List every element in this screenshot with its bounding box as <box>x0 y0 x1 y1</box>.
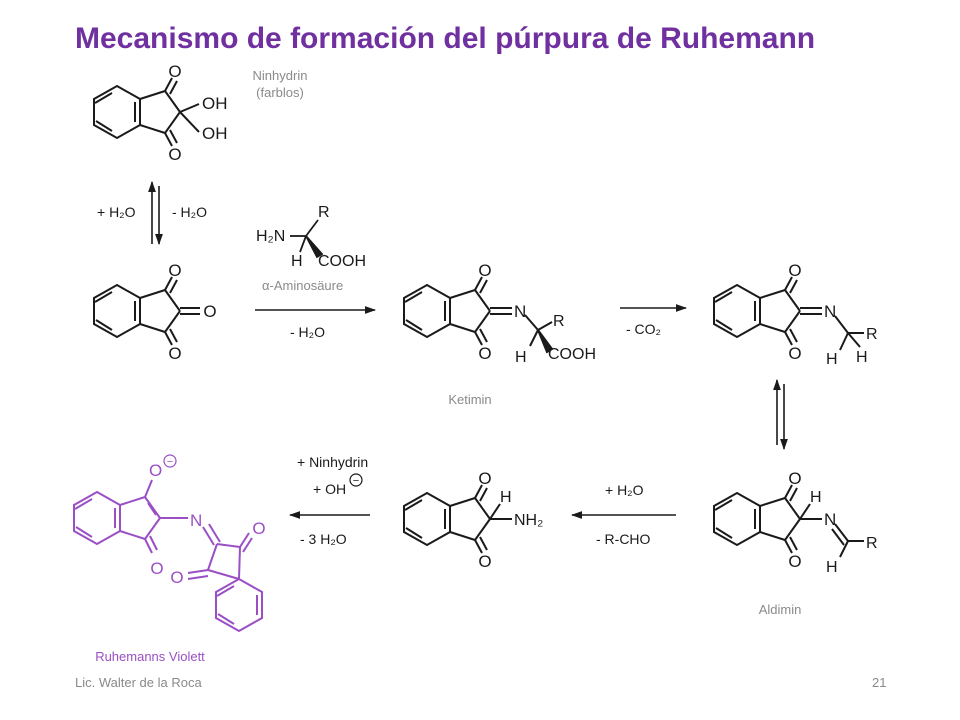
triketone-structure <box>93 276 200 346</box>
amine-o-bottom: O <box>478 552 491 571</box>
imine-o-bottom: O <box>788 344 801 363</box>
page-number: 21 <box>872 675 887 690</box>
ninhydrin-o-top: O <box>168 62 181 81</box>
ninhydrin-oh-lower: OH <box>202 124 228 143</box>
footer-author: Lic. Walter de la Roca <box>75 675 202 690</box>
amino-acid-cooh: COOH <box>318 253 366 270</box>
hydration-equilibrium-arrows <box>148 180 163 246</box>
ketimin-o-bottom: O <box>478 344 491 363</box>
product-o-minus: O <box>149 461 162 480</box>
reagent-minus-h2o: - H₂O <box>290 324 325 340</box>
amino-acid-r: R <box>318 204 330 221</box>
reagent-minus-3h2o: - 3 H₂O <box>300 531 347 547</box>
amine-h: H <box>500 489 512 506</box>
tautomerism-arrows <box>773 378 788 451</box>
amine-o-top: O <box>478 469 491 488</box>
aldimin-h-bottom: H <box>826 559 838 576</box>
ketimin-label: Ketimin <box>448 392 491 407</box>
ketimin-h: H <box>515 349 527 366</box>
ketimin-cooh: COOH <box>548 346 596 363</box>
amino-acid-structure <box>290 219 324 259</box>
amine-nh2: NH₂ <box>514 512 543 529</box>
imine-h-left: H <box>826 351 838 368</box>
ninhydrin-o-bottom: O <box>168 145 181 164</box>
ninhydrin-name: Ninhydrin <box>253 68 308 83</box>
reagent-plus-h2o-top: + H₂O <box>97 204 136 220</box>
aldimin-o-top: O <box>788 469 801 488</box>
imine-o-top: O <box>788 261 801 280</box>
aldimin-n: N <box>824 510 836 529</box>
reagent-plus-h2o: + H₂O <box>605 482 644 498</box>
ketimin-o-top: O <box>478 261 491 280</box>
imine-r: R <box>866 326 878 343</box>
imine-n: N <box>824 302 836 321</box>
ketimin-structure <box>403 276 554 354</box>
reagent-minus-h2o-top: - H₂O <box>172 204 207 220</box>
reagent-minus-rcho: - R-CHO <box>596 531 651 547</box>
product-o-right: O <box>252 519 265 538</box>
product-charge: − <box>167 456 173 468</box>
ninhydrin-structure <box>93 77 200 147</box>
aldimin-o-bottom: O <box>788 552 801 571</box>
product-n: N <box>190 511 202 530</box>
ninhydrin-oh-upper: OH <box>202 94 228 113</box>
triketone-o-top: O <box>168 261 181 280</box>
amino-acid-h2n: H₂N <box>256 228 285 245</box>
product-o-left: O <box>170 568 183 587</box>
aldimin-h-top: H <box>810 489 822 506</box>
ninhydrin-note: (farblos) <box>256 85 304 100</box>
amine-structure <box>403 484 512 554</box>
aldimin-structure <box>713 484 864 558</box>
amino-acid-label: α-Aminosäure <box>262 278 343 293</box>
product-charge-circle <box>163 454 177 468</box>
aldimin-r: R <box>866 535 878 552</box>
ketimin-n: N <box>514 302 526 321</box>
hydroxide-charge: − <box>353 475 359 487</box>
decarboxylated-imine-structure <box>713 276 864 351</box>
hydroxide-charge-circle <box>349 473 363 487</box>
reagent-minus-co2: - CO₂ <box>626 321 661 337</box>
reagent-plus-ninhydrin: + Ninhydrin <box>297 454 368 470</box>
triketone-o-bottom: O <box>168 344 181 363</box>
slide-title: Mecanismo de formación del púrpura de Ru… <box>75 22 816 55</box>
ketimin-r: R <box>553 313 565 330</box>
aldimin-label: Aldimin <box>759 602 802 617</box>
imine-h-right: H <box>856 349 868 366</box>
triketone-o-middle: O <box>203 302 216 321</box>
amino-acid-h: H <box>291 253 303 270</box>
product-label: Ruhemanns Violett <box>95 649 205 664</box>
reagent-plus-oh: + OH <box>313 481 346 497</box>
product-o-lower-left: O <box>150 559 163 578</box>
ruhemann-purple-structure <box>73 479 263 633</box>
